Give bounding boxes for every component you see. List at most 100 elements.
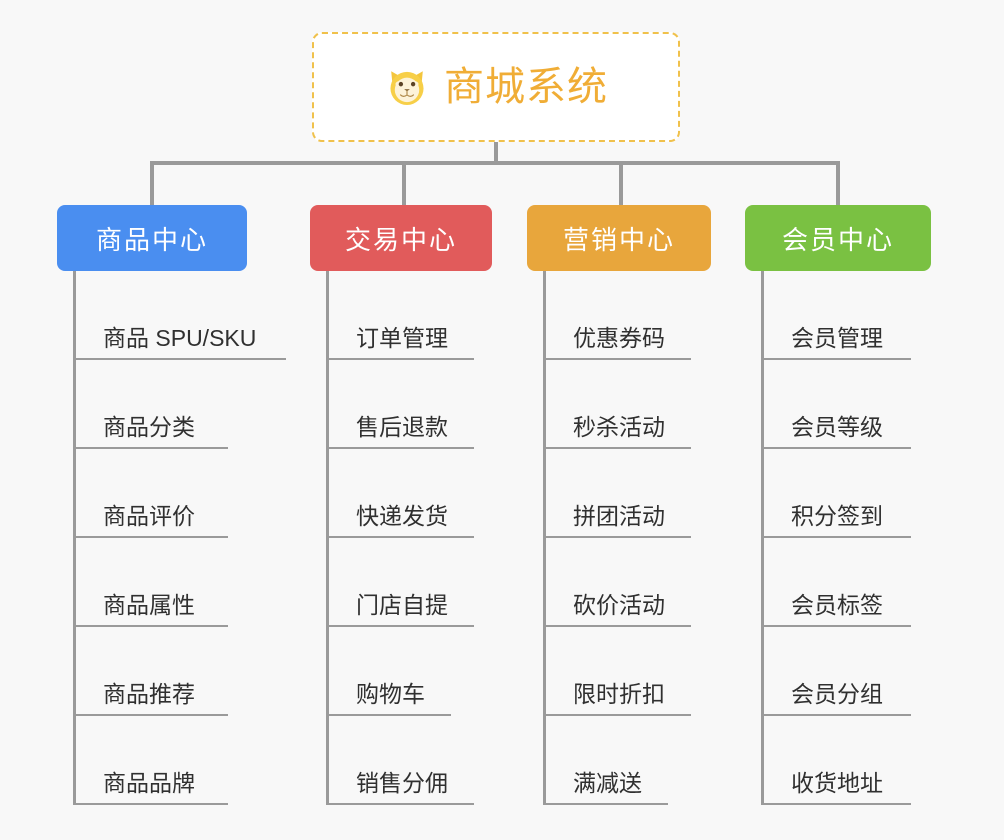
leaf-label: 购物车: [356, 680, 425, 707]
branch-header-label: 营销中心: [562, 224, 675, 255]
leaf-item[interactable]: 会员标签: [761, 538, 931, 627]
leaf-item[interactable]: 会员等级: [761, 360, 931, 449]
leaf-underline: [761, 714, 911, 716]
leaf-list-marketing: 优惠券码 秒杀活动 拼团活动 砍价活动 限时折扣: [543, 271, 711, 805]
root-title: 商城系统: [444, 65, 608, 109]
leaf-underline: [761, 358, 911, 360]
leaf-underline: [73, 536, 228, 538]
leaf-label: 限时折扣: [573, 680, 665, 707]
leaf-item[interactable]: 订单管理: [326, 271, 492, 360]
leaf-item[interactable]: 满减送: [543, 716, 711, 805]
leaf-label: 商品属性: [103, 591, 195, 618]
leaf-label: 会员分组: [791, 680, 883, 707]
connector-drop-4: [836, 161, 840, 205]
leaf-item[interactable]: 门店自提: [326, 538, 492, 627]
leaf-underline: [326, 447, 474, 449]
leaf-item[interactable]: 会员分组: [761, 627, 931, 716]
connector-drop-3: [619, 161, 623, 205]
leaf-underline: [326, 625, 474, 627]
leaf-label: 会员等级: [791, 413, 883, 440]
leaf-label: 积分签到: [791, 502, 883, 529]
leaf-label: 快递发货: [356, 502, 448, 529]
leaf-item[interactable]: 秒杀活动: [543, 360, 711, 449]
leaf-item[interactable]: 商品 SPU/SKU: [73, 271, 286, 360]
leaf-label: 售后退款: [356, 413, 448, 440]
leaf-underline: [543, 536, 691, 538]
leaf-item[interactable]: 商品品牌: [73, 716, 247, 805]
leaf-item[interactable]: 拼团活动: [543, 449, 711, 538]
leaf-underline: [543, 803, 668, 805]
leaf-underline: [543, 625, 691, 627]
leaf-item[interactable]: 商品评价: [73, 449, 247, 538]
leaf-label: 拼团活动: [573, 502, 665, 529]
leaf-item[interactable]: 积分签到: [761, 449, 931, 538]
leaf-label: 会员管理: [791, 324, 883, 351]
connector-drop-2: [402, 161, 406, 205]
leaf-label: 商品分类: [103, 413, 195, 440]
leaf-item[interactable]: 售后退款: [326, 360, 492, 449]
leaf-underline: [326, 536, 474, 538]
leaf-underline: [326, 358, 474, 360]
leaf-underline: [73, 447, 228, 449]
leaf-underline: [73, 358, 286, 360]
leaf-item[interactable]: 优惠券码: [543, 271, 711, 360]
leaf-underline: [543, 358, 691, 360]
leaf-item[interactable]: 商品分类: [73, 360, 247, 449]
branch-column-member: 会员中心 会员管理 会员等级 积分签到 会员标签: [745, 205, 931, 805]
branch-header-member[interactable]: 会员中心: [745, 205, 931, 271]
leaf-item[interactable]: 收货地址: [761, 716, 931, 805]
leaf-label: 商品 SPU/SKU: [103, 324, 257, 351]
dog-face-icon: [384, 64, 430, 110]
leaf-label: 会员标签: [791, 591, 883, 618]
leaf-underline: [73, 803, 228, 805]
leaf-underline: [326, 714, 451, 716]
leaf-label: 商品评价: [103, 502, 195, 529]
branch-columns: 商品中心 商品 SPU/SKU 商品分类 商品评价 商品属性: [0, 205, 1004, 840]
leaf-item[interactable]: 快递发货: [326, 449, 492, 538]
leaf-label: 满减送: [573, 769, 642, 796]
branch-header-label: 交易中心: [344, 224, 457, 255]
leaf-list-member: 会员管理 会员等级 积分签到 会员标签 会员分组: [761, 271, 931, 805]
leaf-label: 秒杀活动: [573, 413, 665, 440]
connector-drop-1: [150, 161, 154, 205]
leaf-underline: [543, 714, 691, 716]
branch-column-marketing: 营销中心 优惠券码 秒杀活动 拼团活动 砍价活动: [527, 205, 711, 805]
leaf-item[interactable]: 销售分佣: [326, 716, 492, 805]
branch-column-trade: 交易中心 订单管理 售后退款 快递发货 门店自提: [310, 205, 492, 805]
leaf-label: 门店自提: [356, 591, 448, 618]
leaf-item[interactable]: 商品推荐: [73, 627, 247, 716]
branch-header-trade[interactable]: 交易中心: [310, 205, 492, 271]
leaf-item[interactable]: 购物车: [326, 627, 492, 716]
leaf-item[interactable]: 商品属性: [73, 538, 247, 627]
branch-header-label: 会员中心: [781, 224, 894, 255]
leaf-label: 优惠券码: [573, 324, 665, 351]
leaf-label: 销售分佣: [356, 769, 448, 796]
leaf-list-trade: 订单管理 售后退款 快递发货 门店自提 购物车: [326, 271, 492, 805]
leaf-underline: [326, 803, 474, 805]
leaf-underline: [761, 447, 911, 449]
connector-bus-bar: [150, 161, 840, 165]
leaf-list-product: 商品 SPU/SKU 商品分类 商品评价 商品属性 商品推荐: [73, 271, 286, 805]
leaf-label: 订单管理: [356, 324, 448, 351]
leaf-label: 商品品牌: [103, 769, 195, 796]
leaf-spine: [326, 271, 329, 805]
branch-column-product: 商品中心 商品 SPU/SKU 商品分类 商品评价 商品属性: [57, 205, 286, 805]
leaf-label: 收货地址: [791, 769, 883, 796]
leaf-label: 商品推荐: [103, 680, 195, 707]
leaf-spine: [73, 271, 76, 805]
branch-header-marketing[interactable]: 营销中心: [527, 205, 711, 271]
leaf-underline: [761, 536, 911, 538]
leaf-underline: [761, 803, 911, 805]
branch-header-label: 商品中心: [95, 224, 208, 255]
leaf-underline: [761, 625, 911, 627]
leaf-underline: [73, 625, 228, 627]
leaf-item[interactable]: 限时折扣: [543, 627, 711, 716]
root-node[interactable]: 商城系统: [312, 32, 680, 142]
connector-root-stem: [494, 142, 498, 164]
leaf-spine: [761, 271, 764, 805]
leaf-item[interactable]: 会员管理: [761, 271, 931, 360]
leaf-spine: [543, 271, 546, 805]
branch-header-product[interactable]: 商品中心: [57, 205, 247, 271]
leaf-item[interactable]: 砍价活动: [543, 538, 711, 627]
